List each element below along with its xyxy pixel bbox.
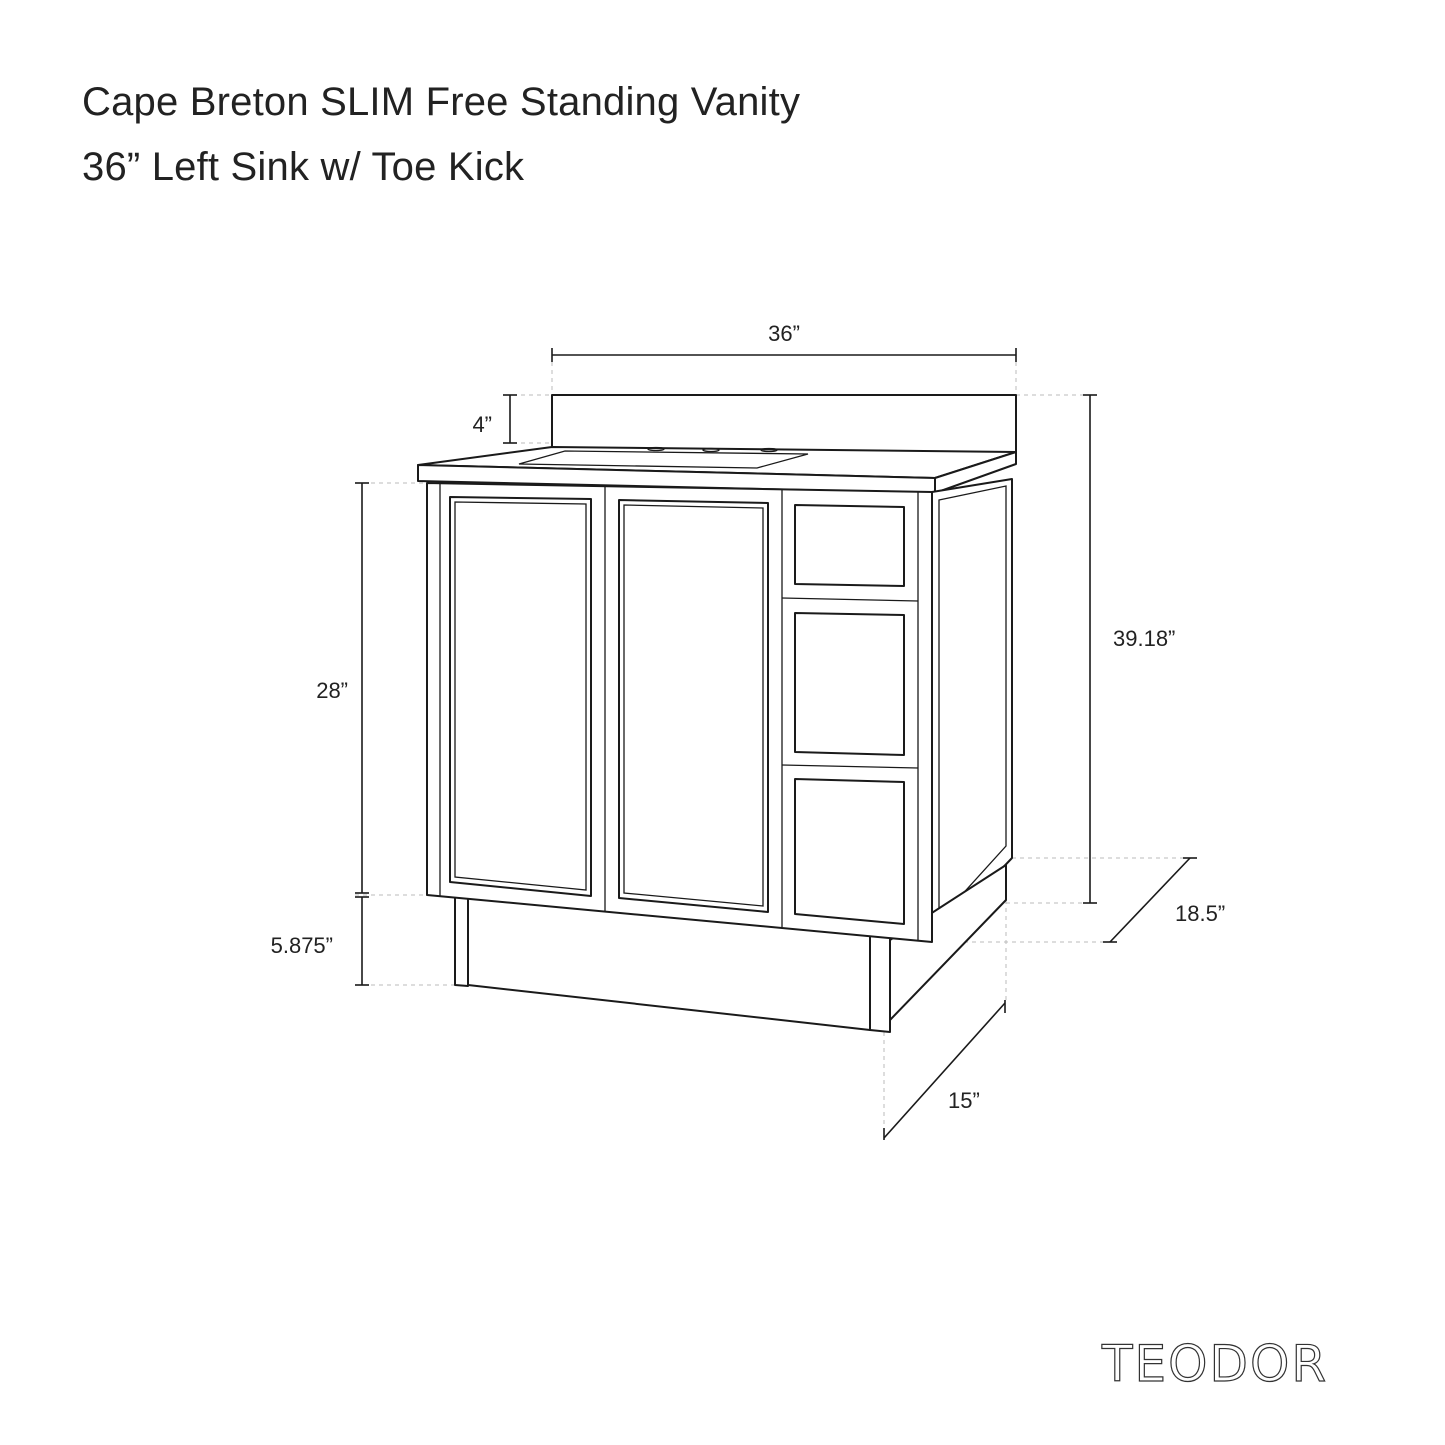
cabinet-height-label: 28” bbox=[316, 678, 348, 703]
left-leg bbox=[454, 896, 469, 987]
dim-base-depth: 15” bbox=[883, 1000, 1006, 1140]
dim-cabinet-height: 28” bbox=[316, 482, 369, 894]
faucet-holes-icon bbox=[647, 446, 778, 453]
sink bbox=[518, 450, 809, 469]
dim-toe-kick: 5.875” bbox=[271, 896, 369, 986]
dim-backsplash: 4” bbox=[472, 394, 517, 444]
backsplash-label: 4” bbox=[472, 412, 492, 437]
total-height-label: 39.18” bbox=[1113, 626, 1175, 651]
guide-lines bbox=[355, 362, 1190, 1138]
side-panel bbox=[938, 485, 1007, 922]
dim-top-depth: 18.5” bbox=[1103, 857, 1225, 943]
base-depth-label: 15” bbox=[948, 1088, 980, 1113]
dim-width: 36” bbox=[551, 321, 1017, 362]
toe-kick-label: 5.875” bbox=[271, 933, 333, 958]
door-left bbox=[449, 496, 592, 897]
top-depth-label: 18.5” bbox=[1175, 901, 1225, 926]
backsplash bbox=[551, 394, 1017, 454]
dim-total-height: 39.18” bbox=[1083, 394, 1175, 904]
title-line-2: 36” Left Sink w/ Toe Kick bbox=[82, 145, 525, 189]
title-line-1: Cape Breton SLIM Free Standing Vanity bbox=[82, 80, 801, 124]
width-label: 36” bbox=[768, 321, 800, 346]
right-leg bbox=[869, 934, 891, 1033]
countertop-side bbox=[934, 451, 1017, 494]
brand-logo: TEODOR bbox=[1101, 1335, 1328, 1393]
drawers bbox=[781, 504, 919, 925]
door-right bbox=[618, 499, 769, 913]
